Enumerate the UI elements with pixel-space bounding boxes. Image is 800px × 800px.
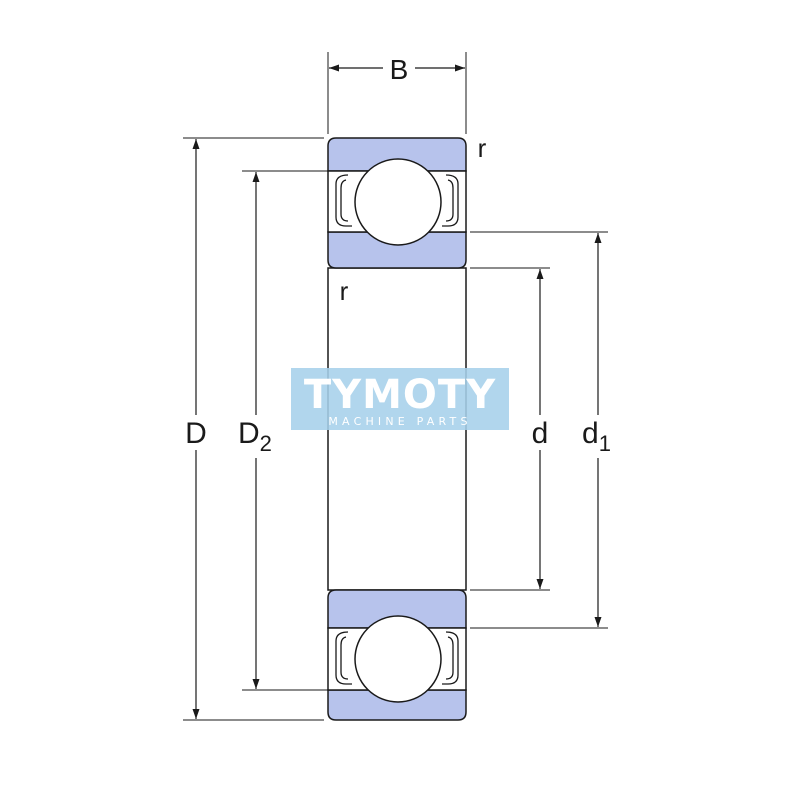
shield-bottom-right	[442, 631, 459, 685]
label-D2-main: D	[238, 417, 260, 450]
shield-top-right	[442, 174, 459, 227]
shield-bottom-left-inner	[340, 636, 349, 680]
watermark-background	[291, 368, 509, 430]
outer-ring-bottom	[327, 689, 467, 721]
label-d: d	[532, 417, 549, 450]
label-D2-subscript: 2	[260, 431, 272, 456]
shield-top-left-inner	[340, 179, 349, 222]
shields	[335, 174, 459, 685]
watermark-title: TYMOTY	[304, 372, 496, 418]
label-D: D	[185, 417, 207, 450]
ball-top	[354, 158, 442, 246]
extension-lines	[183, 52, 608, 721]
label-r-bottom: r	[340, 276, 349, 306]
ball-bottom	[354, 615, 442, 703]
shield-bottom-left	[335, 631, 352, 685]
label-d1: d1	[582, 417, 611, 456]
label-d1-subscript: 1	[599, 431, 611, 456]
label-D2: D2	[238, 417, 272, 456]
label-r-top: r	[478, 133, 487, 163]
dimension-lines	[192, 64, 602, 719]
shield-top-right-inner	[445, 179, 454, 222]
label-d1-main: d	[582, 417, 599, 450]
shield-bottom-right-inner	[445, 636, 454, 680]
watermark: TYMOTY MACHINE PARTS	[291, 368, 509, 430]
watermark-subtitle: MACHINE PARTS	[328, 415, 471, 428]
inner-ring-top	[327, 231, 467, 269]
shield-top-left	[335, 174, 352, 227]
label-B: B	[390, 54, 409, 85]
